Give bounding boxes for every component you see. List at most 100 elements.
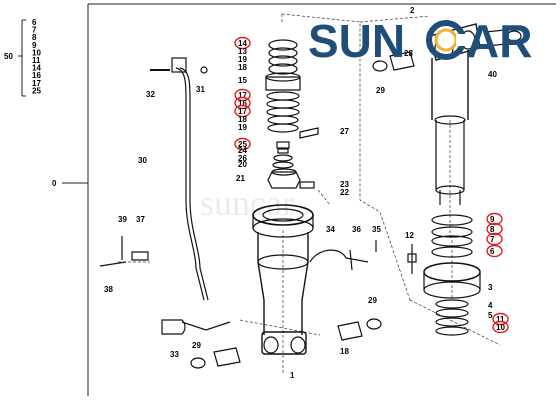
callout-label: 29 bbox=[376, 86, 385, 95]
ring-part-18-bottom bbox=[267, 115, 299, 125]
reference-lines bbox=[118, 13, 501, 375]
highlight-circle bbox=[234, 36, 251, 50]
bracket-item-label: 17 bbox=[32, 79, 41, 88]
bush-part-5 bbox=[435, 308, 469, 318]
callout-label: 4 bbox=[488, 301, 493, 310]
piston-rod bbox=[431, 50, 469, 120]
bush-part-28-left bbox=[389, 51, 415, 71]
central-components bbox=[190, 39, 382, 369]
seal-part-11 bbox=[435, 317, 469, 327]
callout-label: 35 bbox=[372, 225, 381, 234]
hose-part-30 bbox=[175, 67, 205, 301]
callout-label: 9 bbox=[490, 215, 495, 224]
callout-label: 31 bbox=[196, 85, 205, 94]
callout-label: 17 bbox=[238, 107, 247, 116]
callout-label: 20 bbox=[238, 160, 247, 169]
oring-29-top-left bbox=[372, 60, 388, 72]
bush-part-1-left bbox=[213, 347, 241, 367]
callout-label: 40 bbox=[488, 70, 497, 79]
hose-assembly bbox=[99, 57, 417, 335]
group-assembly: 0 bbox=[52, 179, 57, 188]
callout-label: 30 bbox=[138, 156, 147, 165]
callout-label: 2 bbox=[410, 6, 415, 15]
seal-part-16 bbox=[266, 99, 300, 109]
oring-29-left bbox=[190, 357, 206, 369]
callout-label: 37 bbox=[136, 215, 145, 224]
callout-label: 17 bbox=[238, 91, 247, 100]
highlight-circle bbox=[486, 244, 503, 258]
callout-label: 33 bbox=[170, 350, 179, 359]
ring-part-14 bbox=[268, 39, 298, 51]
bush-part-28-right bbox=[485, 29, 507, 47]
callout-label: 8 bbox=[490, 225, 495, 234]
clamp-part-33 bbox=[161, 319, 186, 335]
part-20 bbox=[272, 161, 294, 169]
callout-label: 38 bbox=[104, 285, 113, 294]
group-bracket-total: 50 bbox=[4, 52, 13, 61]
callout-label: 12 bbox=[405, 231, 414, 240]
callout-label: 29 bbox=[368, 296, 377, 305]
part-26 bbox=[273, 154, 293, 162]
callout-label: 18 bbox=[238, 115, 247, 124]
callout-label: 36 bbox=[352, 225, 361, 234]
bracket-item-label: 6 bbox=[32, 18, 37, 27]
callout-label: 6 bbox=[490, 247, 495, 256]
bracket-item-label: 14 bbox=[32, 64, 41, 73]
highlight-circle bbox=[234, 96, 251, 110]
highlight-circle bbox=[234, 104, 251, 118]
seal-part-8 bbox=[431, 226, 473, 238]
bracket-part-37 bbox=[131, 251, 149, 261]
callout-label: 25 bbox=[238, 140, 247, 149]
highlight-circle bbox=[486, 212, 503, 226]
head-part-23 bbox=[299, 181, 315, 189]
callout-label: 18 bbox=[340, 347, 349, 356]
callout-label: 21 bbox=[236, 174, 245, 183]
callout-label: 24 bbox=[238, 146, 247, 155]
bracket-item-label: 16 bbox=[32, 71, 41, 80]
callout-label: 13 bbox=[238, 47, 247, 56]
seal-part-10 bbox=[435, 326, 469, 336]
callout-label: 19 bbox=[238, 55, 247, 64]
highlight-circle bbox=[234, 88, 251, 102]
seal-part-17b bbox=[266, 107, 300, 117]
pin-part-27 bbox=[299, 127, 319, 139]
seal-part-9 bbox=[431, 214, 473, 226]
callout-label: 16 bbox=[238, 99, 247, 108]
callout-label: 1 bbox=[290, 371, 295, 380]
ring-part-19-bottom bbox=[267, 123, 299, 133]
callout-label: 14 bbox=[238, 39, 247, 48]
bracket-item-label: 7 bbox=[32, 26, 37, 35]
seal-part-17a bbox=[266, 91, 300, 101]
callout-label: 3 bbox=[488, 283, 493, 292]
bracket-item-label: 9 bbox=[32, 41, 37, 50]
callout-label: 29 bbox=[192, 341, 201, 350]
brand-name-right: AR bbox=[466, 15, 532, 67]
brand-logo: SUN AR bbox=[308, 15, 532, 67]
gland-part-15 bbox=[265, 76, 301, 91]
cylinder-tube bbox=[257, 232, 309, 262]
callout-label: 5 bbox=[488, 311, 493, 320]
bracket-item-label: 8 bbox=[32, 33, 37, 42]
clamp-part-34 bbox=[309, 249, 369, 263]
bracket-item-label: 11 bbox=[32, 56, 41, 65]
rod-assembly bbox=[372, 23, 522, 336]
part-25 bbox=[276, 141, 290, 149]
highlight-circle bbox=[486, 222, 503, 236]
seal-part-6 bbox=[431, 246, 473, 258]
callout-label: 18 bbox=[238, 63, 247, 72]
bolt-part-38 bbox=[99, 261, 127, 267]
callout-label: 15 bbox=[238, 76, 247, 85]
frame bbox=[18, 3, 556, 396]
highlight-circle bbox=[486, 232, 503, 246]
callout-label: 28 bbox=[404, 49, 413, 58]
callout-label: 32 bbox=[146, 90, 155, 99]
callout-label: 23 bbox=[340, 180, 349, 189]
callout-label: 26 bbox=[238, 154, 247, 163]
gear-icon bbox=[426, 20, 468, 60]
brand-name-left: SUN bbox=[308, 15, 405, 67]
callout-label: 39 bbox=[118, 215, 127, 224]
seal-part-7 bbox=[431, 235, 473, 247]
highlight-circle bbox=[492, 312, 509, 326]
